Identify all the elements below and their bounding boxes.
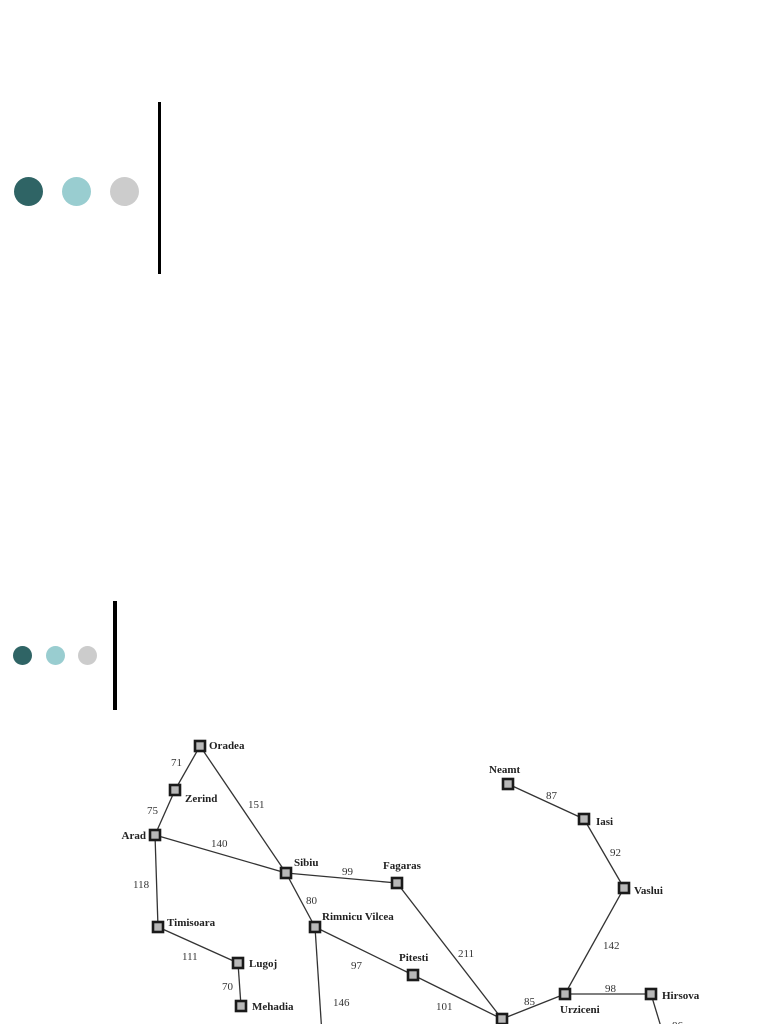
city-label-mehadia: Mehadia [252,1001,294,1013]
distance-label-oradea-zerind: 71 [171,757,182,769]
city-node-lugoj [231,956,245,970]
road-arad-timisoara [154,834,159,928]
decorative-dot-light [62,177,91,206]
road-rimnicu-craiova [314,926,322,1024]
city-label-sibiu: Sibiu [294,857,318,869]
distance-label-sibiu-rimnicu: 80 [306,895,318,907]
city-node-oradea [193,739,207,753]
distance-label-hirsova-eforie: 86 [672,1020,684,1024]
distance-label-iasi-neamt: 87 [546,790,558,802]
city-node-sibiu [279,866,293,880]
city-node-urziceni [558,987,572,1001]
road-fagaras-bucharest [396,882,503,1020]
city-node-vaslui [617,881,631,895]
city-node-neamt [501,777,515,791]
road-hirsova-eforie [650,993,661,1024]
distance-label-pitesti-bucharest: 101 [436,1001,453,1013]
road-pitesti-bucharest [412,974,503,1020]
road-arad-sibiu [154,834,287,874]
city-label-lugoj: Lugoj [249,958,277,970]
road-sibiu-fagaras [285,872,398,884]
city-node-fagaras [390,876,404,890]
city-node-rimnicu [308,920,322,934]
distance-label-fagaras-bucharest: 211 [458,948,474,960]
decorative-dot-dark [13,646,32,665]
distance-label-urziceni-vaslui: 142 [603,940,620,952]
city-label-urziceni: Urziceni [560,1004,600,1016]
distance-label-timisoara-lugoj: 111 [182,951,198,963]
distance-label-urziceni-hirsova: 98 [605,983,617,995]
road-timisoara-lugoj [157,926,239,964]
city-label-iasi: Iasi [596,816,613,828]
city-node-zerind [168,783,182,797]
city-label-vaslui: Vaslui [634,885,663,897]
distance-label-sibiu-fagaras: 99 [342,866,354,878]
city-label-hirsova: Hirsova [662,990,700,1002]
decorative-dot-light [46,646,65,665]
city-label-oradea: Oradea [209,740,245,752]
distance-label-bucharest-urziceni: 85 [524,996,536,1008]
distance-label-rimnicu-craiova: 146 [333,997,350,1009]
city-node-arad [148,828,162,842]
road-lugoj-mehadia [237,962,242,1007]
title-divider-bar [158,102,161,274]
city-label-timisoara: Timisoara [167,917,216,929]
city-label-rimnicu: Rimnicu Vilcea [322,911,394,923]
slide-1 [14,102,161,274]
slide-2: 71 75 151 140 118 99 80 111 70 97 146 211 101 85 98 142… [0,520,768,1024]
road-distance-labels: 71 75 151 140 118 99 80 111 70 97 146 211 101 85 98 142… [133,757,684,1024]
distance-label-oradea-sibiu: 151 [248,799,265,811]
romania-road-map: 71 75 151 140 118 99 80 111 70 97 146 211 101 85 98 142… [122,739,700,1024]
road-vaslui-iasi [583,818,625,889]
city-node-timisoara [151,920,165,934]
decorative-dot-dark [14,177,43,206]
distance-label-zerind-arad: 75 [147,805,159,817]
city-node-pitesti [406,968,420,982]
decorative-dot-grey [78,646,97,665]
title-divider-bar [113,601,117,710]
distance-label-rimnicu-pitesti: 97 [351,960,363,972]
road-urziceni-vaslui [564,887,625,995]
distance-label-arad-timisoara: 118 [133,879,150,891]
road-oradea-zerind [174,745,201,791]
distance-label-arad-sibiu: 140 [211,838,228,850]
city-label-fagaras: Fagaras [383,860,422,872]
distance-label-lugoj-mehadia: 70 [222,981,234,993]
city-node-bucharest [495,1012,509,1024]
road-oradea-sibiu [199,745,287,874]
decorative-dot-grey [110,177,139,206]
city-label-zerind: Zerind [185,793,217,805]
city-node-iasi [577,812,591,826]
city-label-neamt: Neamt [489,764,520,776]
distance-label-vaslui-iasi: 92 [610,847,621,859]
city-label-arad: Arad [122,830,146,842]
road-sibiu-rimnicu [285,872,316,928]
road-rimnicu-pitesti [314,926,414,976]
city-nodes [148,739,658,1024]
road-iasi-neamt [507,783,585,820]
city-label-pitesti: Pitesti [399,952,428,964]
road-zerind-arad [154,789,176,836]
city-node-mehadia [234,999,248,1013]
road-edges [154,745,661,1024]
city-node-hirsova [644,987,658,1001]
road-bucharest-urziceni [501,993,566,1020]
